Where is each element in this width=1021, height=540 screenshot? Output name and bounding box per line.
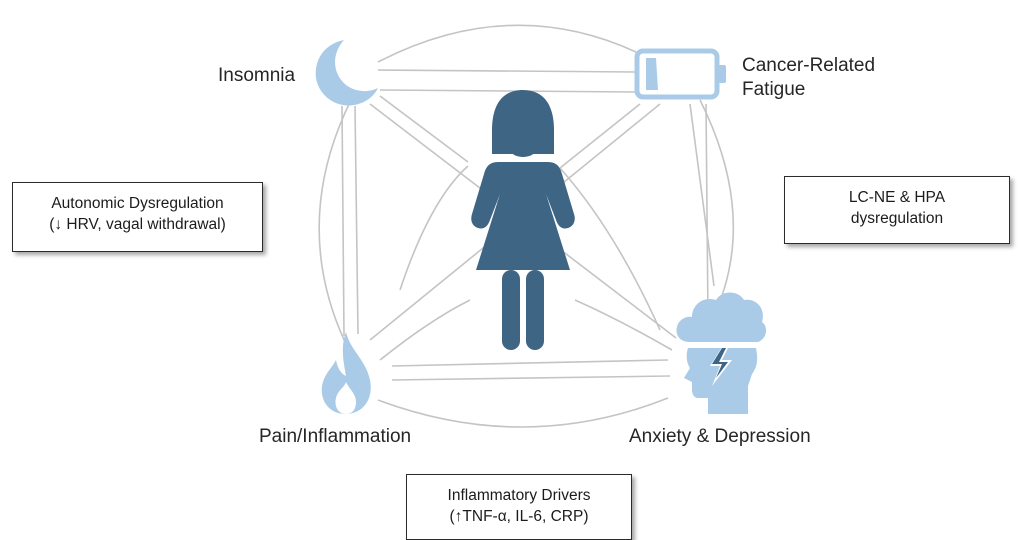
low-battery-icon: [634, 48, 726, 100]
box-lcne-hpa: LC-NE & HPA dysregulation: [784, 176, 1010, 244]
node-label-pain: Pain/Inflammation: [259, 426, 412, 447]
woman-figure-icon: [471, 90, 575, 350]
link-insomnia-fatigue: [377, 69, 637, 73]
box-lcne-line1: LC-NE & HPA: [848, 189, 946, 206]
link-insomnia-pain-2: [354, 105, 359, 335]
node-label-fatigue-line1: Cancer-Related: [742, 55, 876, 76]
link-pain-anxiety: [391, 359, 669, 367]
box-inflammatory-line2: (↑TNF-α, IL-6, CRP): [449, 508, 589, 525]
link-insomnia-pain: [341, 105, 345, 337]
link-pain-anxiety-2: [391, 375, 671, 381]
arc-inner-bottom-left: [379, 299, 471, 361]
node-label-fatigue-line2: Fatigue: [742, 79, 806, 100]
link-fatigue-anxiety-2: [689, 103, 715, 287]
box-lcne-line2: dysregulation: [850, 210, 944, 227]
arc-left: [318, 97, 353, 343]
node-label-insomnia: Insomnia: [218, 65, 296, 86]
box-autonomic-dysregulation: Autonomic Dysregulation (↓ HRV, vagal wi…: [12, 182, 263, 252]
box-autonomic-line1: Autonomic Dysregulation: [51, 195, 224, 212]
node-label-fatigue: Cancer-Related Fatigue: [742, 54, 875, 102]
link-fatigue-anxiety: [705, 103, 709, 321]
link-fatigue-pain-2: [559, 103, 641, 169]
arc-inner-left: [399, 165, 469, 291]
link-insomnia-anxiety-2: [379, 95, 469, 163]
arc-bottom: [377, 397, 669, 428]
arc-inner-bottom-right: [574, 299, 673, 351]
storm-cloud-head-icon: [676, 292, 767, 414]
box-autonomic-line2: (↓ HRV, vagal withdrawal): [49, 216, 226, 233]
link-insomnia-fatigue-2: [379, 89, 637, 93]
crescent-moon-icon: [315, 40, 378, 106]
box-inflammatory-line1: Inflammatory Drivers: [447, 487, 591, 504]
node-label-anxiety: Anxiety & Depression: [629, 426, 811, 447]
arc-inner-right: [559, 167, 661, 331]
flame-icon: [321, 332, 371, 414]
arc-top: [377, 24, 637, 63]
box-inflammatory-drivers: Inflammatory Drivers (↑TNF-α, IL-6, CRP): [406, 474, 632, 540]
